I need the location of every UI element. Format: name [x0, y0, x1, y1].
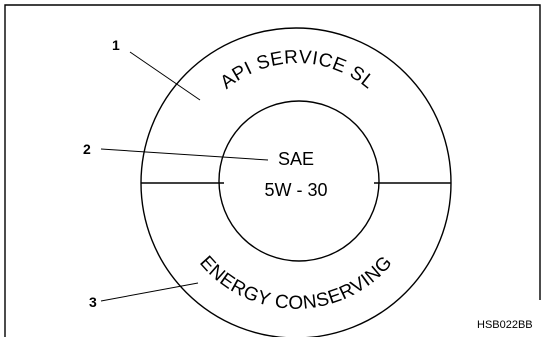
ring-top-text: API SERVICE SL	[217, 47, 379, 94]
callout-2-leader	[100, 148, 269, 161]
figure-frame	[4, 4, 541, 337]
figure-code: HSB022BB	[477, 319, 533, 331]
inner-circle	[218, 100, 380, 262]
callout-3-leader	[100, 282, 199, 302]
callout-1-leader	[129, 51, 201, 101]
callout-2-label: 2	[83, 141, 91, 157]
callout-3-label: 3	[89, 294, 97, 310]
center-line-1: SAE	[278, 149, 314, 169]
callout-1-label: 1	[112, 37, 120, 53]
center-line-2: 5W - 30	[264, 180, 327, 200]
